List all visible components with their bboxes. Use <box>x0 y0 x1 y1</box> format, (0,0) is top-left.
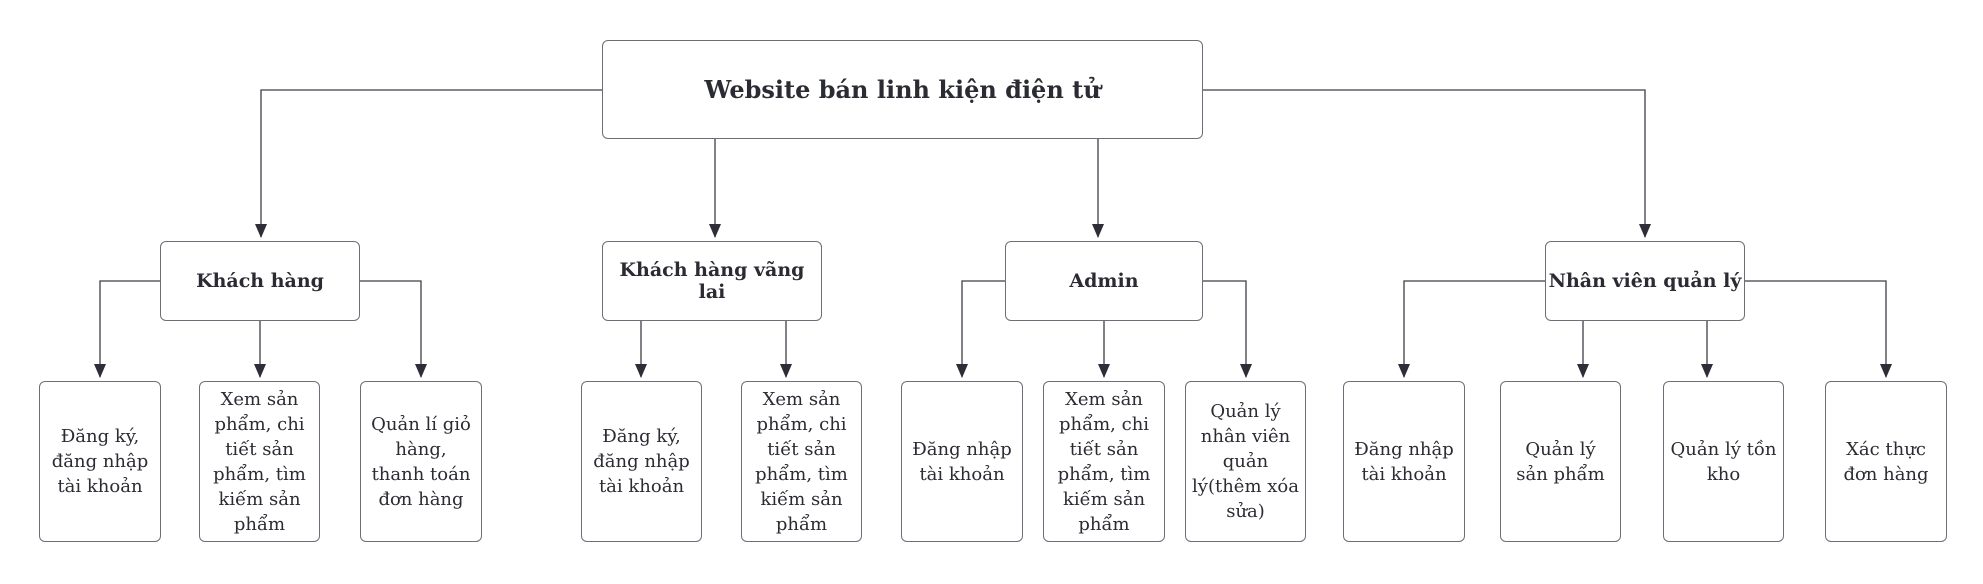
leaf-nhan-vien-3: Quản lý tồn kho <box>1663 381 1784 542</box>
leaf-label: Quản lý nhân viên quản lý(thêm xóa sửa) <box>1192 401 1299 522</box>
category-khach-hang: Khách hàng <box>160 241 360 321</box>
leaf-khach-hang-vang-lai-1: Đăng ký, đăng nhập tài khoản <box>581 381 702 542</box>
conn-ad-2-arrowhead <box>1098 364 1110 378</box>
conn-vl-2-arrowhead <box>780 364 792 378</box>
leaf-nhan-vien-4: Xác thực đơn hàng <box>1825 381 1947 542</box>
leaf-label: Xem sản phẩm, chi tiết sản phẩm, tìm kiế… <box>213 388 306 535</box>
conn-root-nhan-vien <box>1203 89 1646 237</box>
conn-nv-3-arrowhead <box>1701 364 1713 378</box>
conn-ad-1 <box>961 280 1005 377</box>
leaf-khach-hang-1: Đăng ký, đăng nhập tài khoản <box>39 381 161 542</box>
conn-kh-2-arrowhead <box>254 364 266 378</box>
category-label: Admin <box>1069 270 1139 292</box>
leaf-label: Quản lí giỏ hàng, thanh toán đơn hàng <box>371 413 471 510</box>
leaf-label: Xác thực đơn hàng <box>1843 438 1929 485</box>
leaf-label: Đăng nhập tài khoản <box>1354 438 1454 485</box>
leaf-label: Đăng ký, đăng nhập tài khoản <box>593 426 690 497</box>
root-node: Website bán linh kiện điện tử <box>602 40 1203 139</box>
conn-nv-4 <box>1745 280 1887 377</box>
leaf-khach-hang-vang-lai-2: Xem sản phẩm, chi tiết sản phẩm, tìm kiế… <box>741 381 862 542</box>
conn-nv-1 <box>1403 280 1545 377</box>
category-admin: Admin <box>1005 241 1203 321</box>
category-label: Khách hàng vãng lai <box>619 259 805 303</box>
conn-ad-1-arrowhead <box>956 364 968 378</box>
leaf-nhan-vien-2: Quản lý sản phẩm <box>1500 381 1621 542</box>
category-label: Khách hàng <box>196 270 324 292</box>
conn-root-admin-arrowhead <box>1092 224 1104 238</box>
leaf-admin-3: Quản lý nhân viên quản lý(thêm xóa sửa) <box>1185 381 1306 542</box>
leaf-label: Xem sản phẩm, chi tiết sản phẩm, tìm kiế… <box>755 388 848 535</box>
leaf-label: Xem sản phẩm, chi tiết sản phẩm, tìm kiế… <box>1057 388 1151 535</box>
conn-vl-1-arrowhead <box>635 364 647 378</box>
root-label: Website bán linh kiện điện tử <box>704 75 1101 104</box>
conn-root-khach-hang-arrowhead <box>255 224 267 238</box>
category-khach-hang-vang-lai: Khách hàng vãng lai <box>602 241 822 321</box>
conn-kh-1-arrowhead <box>94 364 106 378</box>
category-nhan-vien-quan-ly: Nhân viên quản lý <box>1545 241 1745 321</box>
conn-ad-3-arrowhead <box>1240 364 1252 378</box>
conn-nv-4-arrowhead <box>1880 364 1892 378</box>
conn-root-vang-lai-arrowhead <box>709 224 721 238</box>
leaf-label: Quản lý tồn kho <box>1670 438 1777 485</box>
conn-ad-3 <box>1203 280 1247 377</box>
leaf-khach-hang-2: Xem sản phẩm, chi tiết sản phẩm, tìm kiế… <box>199 381 320 542</box>
leaf-admin-1: Đăng nhập tài khoản <box>901 381 1023 542</box>
leaf-label: Đăng ký, đăng nhập tài khoản <box>51 426 149 497</box>
conn-kh-3 <box>360 280 422 377</box>
conn-kh-1 <box>99 280 160 377</box>
leaf-label: Quản lý sản phẩm <box>1516 438 1605 485</box>
conn-root-nhan-vien-arrowhead <box>1639 224 1651 238</box>
leaf-admin-2: Xem sản phẩm, chi tiết sản phẩm, tìm kiế… <box>1043 381 1165 542</box>
leaf-khach-hang-3: Quản lí giỏ hàng, thanh toán đơn hàng <box>360 381 482 542</box>
conn-kh-3-arrowhead <box>415 364 427 378</box>
conn-root-khach-hang <box>260 89 602 237</box>
category-label: Nhân viên quản lý <box>1548 270 1742 292</box>
leaf-label: Đăng nhập tài khoản <box>912 438 1012 485</box>
conn-nv-2-arrowhead <box>1577 364 1589 378</box>
conn-nv-1-arrowhead <box>1398 364 1410 378</box>
leaf-nhan-vien-1: Đăng nhập tài khoản <box>1343 381 1465 542</box>
